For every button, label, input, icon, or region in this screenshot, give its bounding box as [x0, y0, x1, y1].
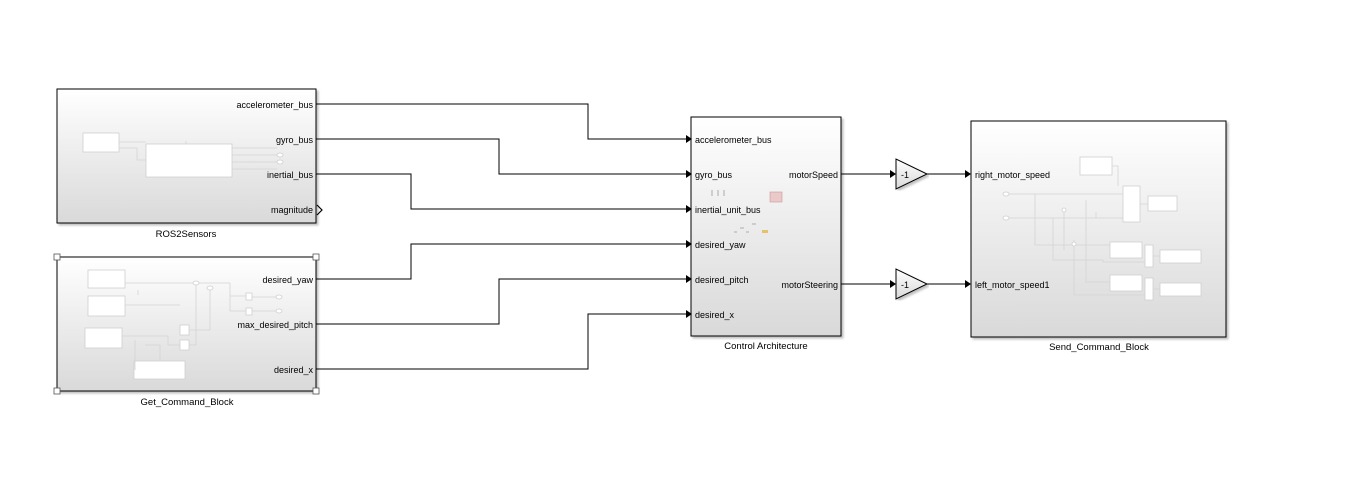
- signal-gyro-bus: [316, 138, 686, 175]
- control-port-accelerometer-bus: accelerometer_bus: [695, 135, 772, 145]
- ros2sensors-port-accelerometer-bus: accelerometer_bus: [236, 100, 313, 110]
- get-command-port-desired-x: desired_x: [274, 365, 314, 375]
- ros2sensors-port-gyro-bus: gyro_bus: [276, 135, 314, 145]
- send-command-title: Send_Command_Block: [1049, 342, 1149, 353]
- gain-top-value: -1: [901, 170, 909, 180]
- ros2sensors-title: ROS2Sensors: [156, 229, 217, 240]
- signal-inertial-bus: [316, 173, 686, 210]
- signal-desired-x: [316, 313, 686, 370]
- gain-block-bottom[interactable]: -1: [895, 268, 929, 300]
- control-architecture-block[interactable]: accelerometer_bus gyro_bus inertial_unit…: [690, 116, 842, 352]
- signal-lines[interactable]: [316, 103, 966, 370]
- control-port-desired-x: desired_x: [695, 310, 735, 320]
- magnitude-port-arrow[interactable]: [316, 204, 323, 216]
- gain-block-top[interactable]: -1: [895, 158, 929, 190]
- signal-desired-yaw: [316, 243, 686, 280]
- control-port-motorsteering: motorSteering: [781, 280, 838, 290]
- signal-max-desired-pitch: [316, 278, 686, 325]
- get-command-title: Get_Command_Block: [141, 397, 234, 408]
- get-command-preview: [84, 269, 283, 380]
- control-port-desired-pitch: desired_pitch: [695, 275, 749, 285]
- get-command-port-desired-yaw: desired_yaw: [262, 275, 313, 285]
- ros2sensors-port-inertial-bus: inertial_bus: [267, 170, 314, 180]
- send-command-port-right-motor-speed: right_motor_speed: [975, 170, 1050, 180]
- control-port-gyro-bus: gyro_bus: [695, 170, 733, 180]
- selection-handles[interactable]: [53, 253, 320, 395]
- arrowheads: [686, 135, 971, 318]
- signal-accelerometer-bus: [316, 103, 686, 140]
- get-command-port-max-desired-pitch: max_desired_pitch: [237, 320, 313, 330]
- ros2sensors-preview: [82, 132, 284, 178]
- send-command-port-left-motor-speed1: left_motor_speed1: [975, 280, 1050, 290]
- control-port-motorspeed: motorSpeed: [789, 170, 838, 180]
- send-command-block[interactable]: right_motor_speed left_motor_speed1 Send…: [970, 120, 1227, 353]
- gain-bottom-value: -1: [901, 280, 909, 290]
- ros2sensors-port-magnitude: magnitude: [271, 205, 313, 215]
- control-title: Control Architecture: [724, 341, 807, 352]
- control-preview: [711, 190, 783, 233]
- send-command-preview: [1002, 156, 1202, 301]
- get-command-block[interactable]: desired_yaw max_desired_pitch desired_x …: [53, 253, 320, 408]
- control-port-inertial-unit-bus: inertial_unit_bus: [695, 205, 761, 215]
- ros2sensors-block[interactable]: accelerometer_bus gyro_bus inertial_bus …: [56, 88, 323, 240]
- control-port-desired-yaw: desired_yaw: [695, 240, 746, 250]
